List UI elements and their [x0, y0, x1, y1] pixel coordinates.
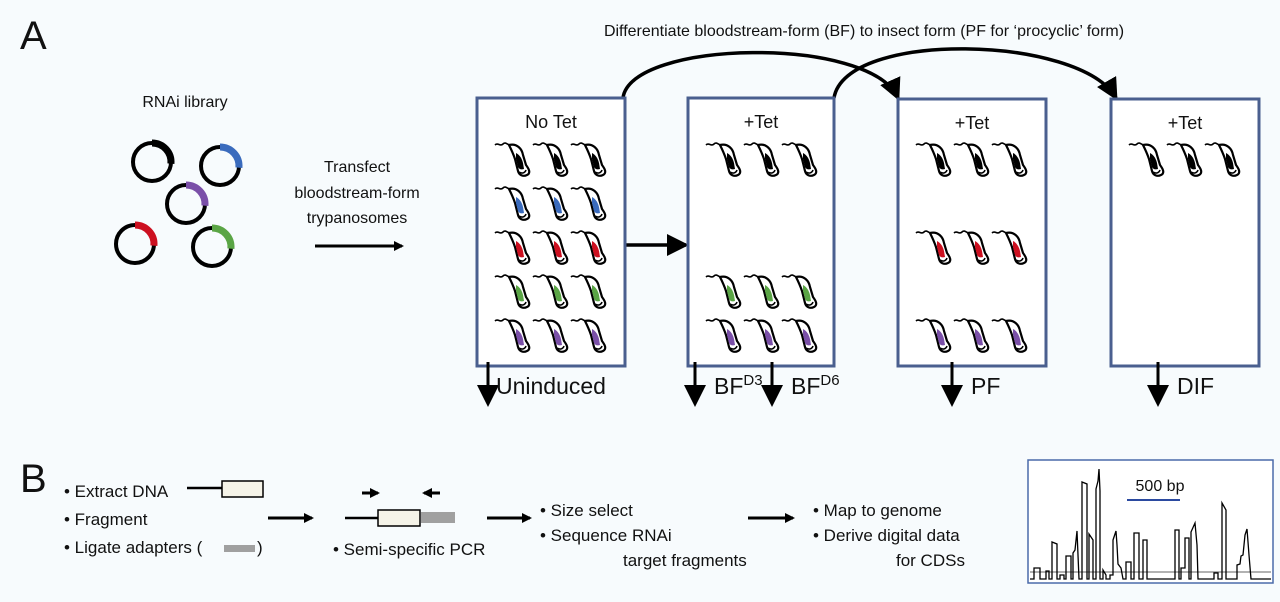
trypanosome-icon: [570, 318, 607, 353]
culture-box-title: +Tet: [1168, 113, 1203, 133]
pcr-adapter: [421, 512, 455, 523]
trypanosome-icon: [781, 318, 818, 353]
step4-map: • Map to genome: [813, 501, 942, 520]
trypanosome-icon: [915, 230, 952, 265]
plasmid-insert: [211, 224, 235, 249]
trypanosome-icon: [570, 142, 607, 177]
sample-output: PF: [941, 362, 1000, 407]
trypanosome-icon: [532, 230, 569, 265]
trypanosome-icon: [570, 230, 607, 265]
pcr-fragment-box: [377, 509, 421, 527]
plasmid-insert: [219, 143, 243, 168]
trypanosome-icon: [570, 274, 607, 309]
trypanosome-icon: [991, 142, 1028, 177]
trypanosome-icon: [915, 318, 952, 353]
trypanosome-icon: [781, 142, 818, 177]
trypanosome-icon: [532, 318, 569, 353]
rnai-library-label: RNAi library: [142, 94, 227, 111]
plasmid-icon: [114, 221, 158, 265]
trypanosome-icon: [494, 186, 531, 221]
culture-box: +Tet: [896, 97, 1048, 368]
sample-label: DIF: [1177, 373, 1214, 399]
trypanosome-icon: [1166, 142, 1203, 177]
trypanosome-icon: [743, 274, 780, 309]
trypanosome-icon: [705, 142, 742, 177]
step3-size: • Size select: [540, 501, 633, 520]
sample-label: Uninduced: [496, 373, 606, 399]
sample-label: PF: [971, 373, 1000, 399]
coverage-trace: [1030, 468, 1271, 580]
culture-box-title: +Tet: [955, 113, 990, 133]
sample-outputs: Uninduced BFD3 BFD6 PF DIF: [477, 362, 1214, 407]
sample-output: DIF: [1147, 362, 1214, 407]
trypanosome-icon: [494, 230, 531, 265]
step4-derive: • Derive digital data: [813, 526, 960, 545]
adapter-legend-swatch: [224, 545, 255, 552]
trypanosome-icon: [743, 318, 780, 353]
trypanosome-icon: [1204, 142, 1241, 177]
dna-fragment-box: [221, 480, 264, 498]
plasmid-icon: [165, 181, 209, 225]
transfect-line-1: Transfect: [324, 159, 391, 176]
trypanosome-icon: [494, 274, 531, 309]
culture-boxes: No Tet +Tet +Tet +Tet: [475, 96, 1261, 368]
curved-arrow-notet-to-pf: [621, 50, 901, 101]
differentiate-label: Differentiate bloodstream-form (BF) to i…: [604, 23, 1124, 40]
plasmid-icon: [199, 143, 243, 187]
step1-ligate-close: ): [257, 538, 263, 557]
trypanosome-icon: [705, 274, 742, 309]
trypanosome-icon: [494, 318, 531, 353]
culture-box: No Tet: [475, 96, 627, 368]
trypanosome-icon: [953, 318, 990, 353]
culture-box-title: +Tet: [744, 112, 779, 132]
sample-output: BFD3: [684, 362, 763, 407]
step1-ligate: • Ligate adapters (: [64, 538, 203, 557]
plasmid-group: [114, 139, 243, 268]
panel-a-label: A: [20, 14, 47, 58]
culture-box: +Tet: [686, 96, 836, 368]
trypanosome-icon: [953, 142, 990, 177]
step4-cds: for CDSs: [896, 551, 965, 570]
plasmid-insert: [185, 181, 209, 206]
sample-label: BFD6: [791, 372, 840, 399]
transfect-line-3: trypanosomes: [307, 210, 408, 227]
plasmid-insert: [134, 221, 158, 246]
plasmid-icon: [131, 139, 175, 183]
scale-bar-label: 500 bp: [1136, 478, 1185, 495]
panel-b-label: B: [20, 457, 47, 501]
trypanosome-icon: [532, 274, 569, 309]
trypanosome-icon: [991, 318, 1028, 353]
plasmid-insert: [151, 139, 175, 164]
sample-label: BFD3: [714, 372, 763, 399]
trypanosome-icon: [991, 230, 1028, 265]
culture-box-title: No Tet: [525, 112, 577, 132]
step3-sequence: • Sequence RNAi: [540, 526, 672, 545]
trypanosome-icon: [705, 318, 742, 353]
culture-box: +Tet: [1109, 97, 1261, 368]
plasmid-icon: [191, 224, 235, 268]
sample-output: Uninduced: [477, 362, 606, 407]
coverage-trace-box: [1027, 459, 1274, 584]
sample-output: BFD6: [761, 362, 840, 407]
trypanosome-icon: [743, 142, 780, 177]
curved-arrow-bf-to-dif: [832, 47, 1118, 101]
step1-fragment: • Fragment: [64, 510, 148, 529]
trypanosome-icon: [570, 186, 607, 221]
trypanosome-icon: [494, 142, 531, 177]
trypanosome-icon: [532, 186, 569, 221]
trypanosome-icon: [953, 230, 990, 265]
trypanosome-icon: [915, 142, 952, 177]
trypanosome-icon: [532, 142, 569, 177]
step1-extract: • Extract DNA: [64, 482, 169, 501]
transfect-line-2: bloodstream-form: [294, 185, 419, 202]
trypanosome-icon: [1128, 142, 1165, 177]
trypanosome-icon: [781, 274, 818, 309]
step2-pcr: • Semi-specific PCR: [333, 540, 485, 559]
step3-target: target fragments: [623, 551, 747, 570]
